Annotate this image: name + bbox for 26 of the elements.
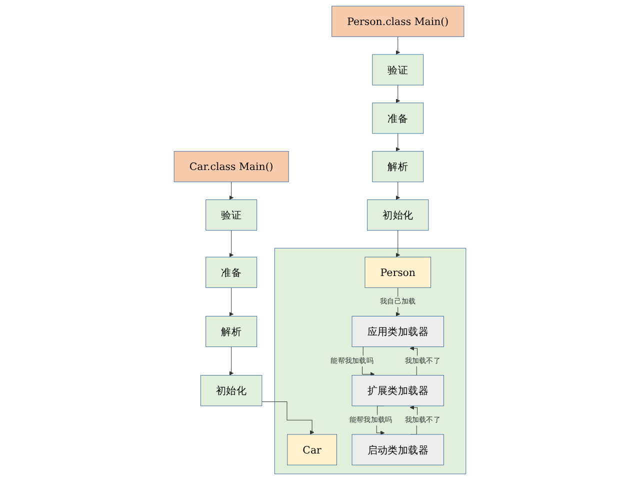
node-box: 准备	[372, 102, 424, 134]
node-box: 启动类加载器	[352, 434, 444, 466]
arrow	[229, 287, 234, 316]
node-box: 验证	[206, 199, 258, 231]
node-box: Person	[364, 256, 432, 288]
arrow	[396, 230, 400, 258]
node-box: 解析	[206, 316, 258, 348]
arrow	[396, 133, 400, 152]
arrow	[396, 36, 400, 55]
arrow	[396, 84, 400, 104]
cluster	[274, 248, 466, 474]
node-box: Car	[287, 434, 337, 466]
node-box: 准备	[206, 256, 258, 288]
arrow	[262, 402, 314, 435]
node-box: 解析	[372, 151, 424, 182]
node-box: Car.class Main()	[174, 151, 289, 182]
node-box: Person.class Main()	[332, 6, 464, 37]
node-box: 初始化	[200, 375, 262, 406]
node-box: 扩展类加载器	[352, 375, 444, 406]
node-box: 验证	[372, 54, 424, 86]
arrow	[229, 346, 234, 376]
node-box: 初始化	[367, 199, 429, 231]
arrow	[396, 182, 400, 200]
arrow	[229, 230, 234, 258]
arrow	[229, 182, 234, 200]
node-box: 应用类加载器	[352, 316, 444, 348]
